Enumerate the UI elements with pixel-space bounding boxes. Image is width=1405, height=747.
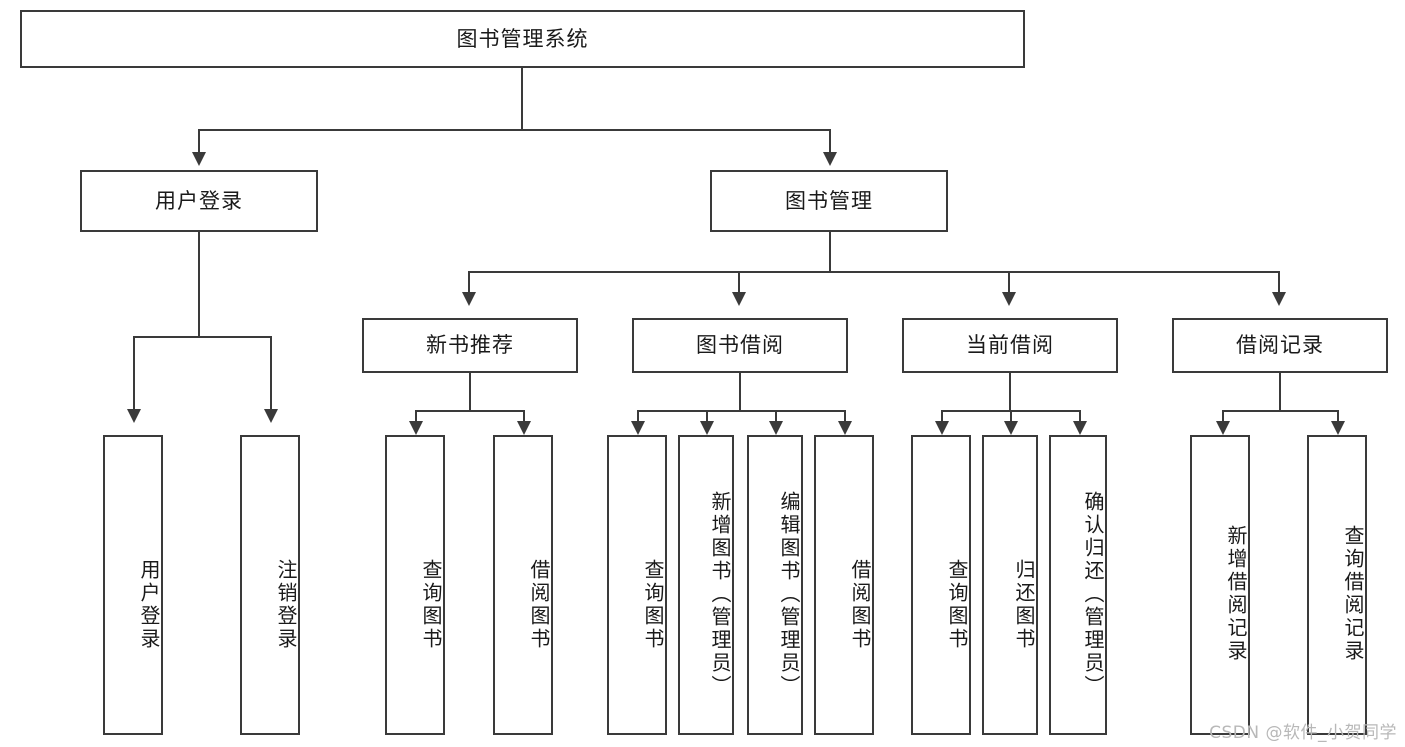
arrow-currentborrow-to-leaf3 [1073, 421, 1087, 435]
arrow-bookmanage-to-record [1272, 292, 1286, 306]
leaf-user-login-login[interactable]: 用户登录 [103, 435, 163, 735]
connector-bookmanage-to-borrow [738, 271, 740, 293]
connector-bookborrow-to-leaf4 [844, 410, 846, 424]
connector-bookborrow-to-leaf2 [706, 410, 708, 424]
arrow-bookborrow-to-leaf2 [700, 421, 714, 435]
connector-bookborrow-to-leaf3 [775, 410, 777, 424]
connector-currentborrow-to-leaf3 [1079, 410, 1081, 424]
arrow-userlogin-to-leaf1 [127, 409, 141, 423]
connector-root-to-userlogin [198, 129, 200, 153]
arrow-bookmanage-to-borrow [732, 292, 746, 306]
connector-bookborrow-to-leaf1 [637, 410, 639, 424]
arrow-newbook-to-leaf1 [409, 421, 423, 435]
connector-root-to-bookmanage [829, 129, 831, 153]
arrow-bookborrow-to-leaf1 [631, 421, 645, 435]
leaf-currentborrow-confirm-return-admin[interactable]: 确认归还（管理员） [1049, 435, 1107, 735]
node-user-login[interactable]: 用户登录 [80, 170, 318, 232]
connector-bookborrow-bus [637, 410, 845, 412]
connector-userlogin-to-leaf2 [270, 336, 272, 410]
arrow-currentborrow-to-leaf1 [935, 421, 949, 435]
connector-newbook-stem [469, 373, 471, 411]
connector-root-bus [198, 129, 831, 131]
arrow-currentborrow-to-leaf2 [1004, 421, 1018, 435]
arrow-borrowrecord-to-leaf1 [1216, 421, 1230, 435]
arrow-userlogin-to-leaf2 [264, 409, 278, 423]
connector-newbook-to-leaf1 [415, 410, 417, 424]
connector-bookborrow-stem [739, 373, 741, 411]
leaf-bookborrow-query-book[interactable]: 查询图书 [607, 435, 667, 735]
connector-currentborrow-stem [1009, 373, 1011, 411]
arrow-bookmanage-to-current [1002, 292, 1016, 306]
connector-borrowrecord-stem [1279, 373, 1281, 411]
connector-borrowrecord-bus [1222, 410, 1339, 412]
arrow-bookborrow-to-leaf4 [838, 421, 852, 435]
connector-borrowrecord-to-leaf2 [1337, 410, 1339, 424]
connector-currentborrow-to-leaf1 [941, 410, 943, 424]
connector-userlogin-stem [198, 232, 200, 337]
connector-currentborrow-to-leaf2 [1010, 410, 1012, 424]
connector-newbook-to-leaf2 [523, 410, 525, 424]
connector-newbook-bus [415, 410, 525, 412]
connector-root-stem [521, 68, 523, 130]
arrow-borrowrecord-to-leaf2 [1331, 421, 1345, 435]
node-book-management[interactable]: 图书管理 [710, 170, 948, 232]
connector-userlogin-to-leaf1 [133, 336, 135, 410]
leaf-bookborrow-add-book-admin[interactable]: 新增图书（管理员） [678, 435, 734, 735]
leaf-currentborrow-query-book[interactable]: 查询图书 [911, 435, 971, 735]
connector-bookmanage-to-current [1008, 271, 1010, 293]
node-book-borrow[interactable]: 图书借阅 [632, 318, 848, 373]
leaf-borrowrecord-query-record[interactable]: 查询借阅记录 [1307, 435, 1367, 735]
connector-bookmanage-to-new [468, 271, 470, 293]
connector-bookmanage-stem [829, 232, 831, 272]
arrow-bookborrow-to-leaf3 [769, 421, 783, 435]
arrow-bookmanage-to-new [462, 292, 476, 306]
connector-bookmanage-bus [468, 271, 1280, 273]
node-new-book-recommend[interactable]: 新书推荐 [362, 318, 578, 373]
node-current-borrow[interactable]: 当前借阅 [902, 318, 1118, 373]
leaf-bookborrow-edit-book-admin[interactable]: 编辑图书（管理员） [747, 435, 803, 735]
leaf-bookborrow-borrow-book[interactable]: 借阅图书 [814, 435, 874, 735]
leaf-user-login-logout[interactable]: 注销登录 [240, 435, 300, 735]
connector-borrowrecord-to-leaf1 [1222, 410, 1224, 424]
arrow-newbook-to-leaf2 [517, 421, 531, 435]
leaf-newbook-query-book[interactable]: 查询图书 [385, 435, 445, 735]
leaf-currentborrow-return-book[interactable]: 归还图书 [982, 435, 1038, 735]
node-borrow-record[interactable]: 借阅记录 [1172, 318, 1388, 373]
arrow-root-to-userlogin [192, 152, 206, 166]
arrow-root-to-bookmanage [823, 152, 837, 166]
connector-userlogin-bus [133, 336, 272, 338]
connector-bookmanage-to-record [1278, 271, 1280, 293]
leaf-newbook-borrow-book[interactable]: 借阅图书 [493, 435, 553, 735]
node-root-system[interactable]: 图书管理系统 [20, 10, 1025, 68]
leaf-borrowrecord-add-record[interactable]: 新增借阅记录 [1190, 435, 1250, 735]
